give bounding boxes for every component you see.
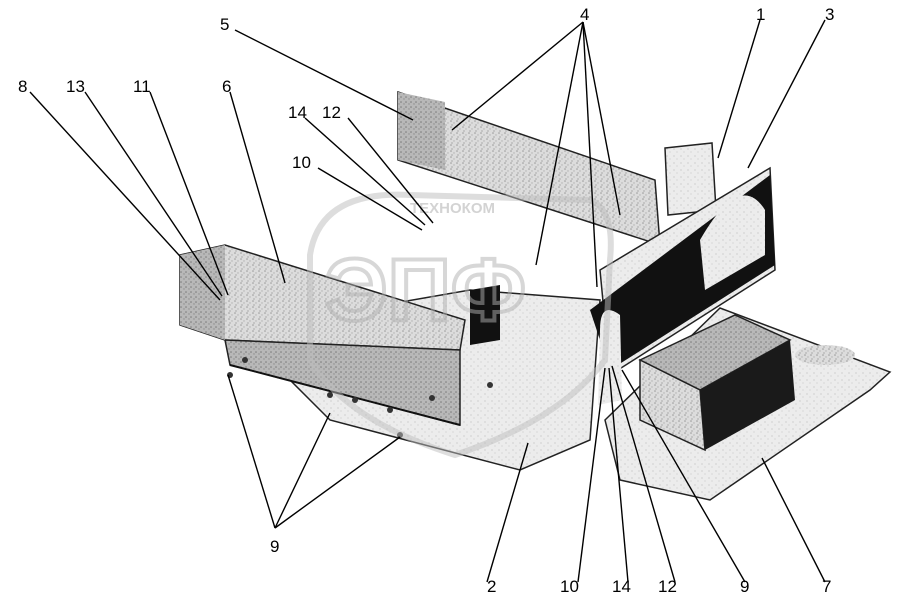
callout-5: 5 (220, 15, 229, 34)
callout-9-left: 9 (270, 537, 279, 556)
callout-8: 8 (18, 77, 27, 96)
callout-7: 7 (822, 577, 831, 596)
watermark-top-text: ТЕХНОКОМ (410, 200, 495, 217)
watermark: ТЕХНОКОМ ЭПФ (307, 191, 614, 459)
callout-12-top: 12 (322, 103, 341, 122)
callout-9-right: 9 (740, 577, 749, 596)
callout-10-bottom: 10 (560, 577, 579, 596)
callout-13: 13 (66, 77, 85, 96)
rear-mat-part-5 (397, 90, 661, 247)
leader-lines (29, 19, 826, 583)
fasteners-part-9 (227, 357, 493, 438)
callout-1: 1 (756, 5, 765, 24)
callout-4: 4 (580, 5, 589, 24)
callout-labels: 1 2 3 4 5 6 7 8 9 9 10 10 11 12 12 13 14… (18, 5, 834, 596)
callout-10-top: 10 (292, 153, 311, 172)
callout-3: 3 (825, 5, 834, 24)
floor-mat-part-7 (604, 307, 892, 501)
callout-6: 6 (222, 77, 231, 96)
callout-11: 11 (133, 77, 151, 96)
left-black-gasket (470, 285, 500, 345)
callout-14-top: 14 (288, 103, 307, 122)
callout-14-bottom: 14 (612, 577, 631, 596)
callout-12-bottom: 12 (658, 577, 677, 596)
callout-2: 2 (487, 577, 496, 596)
watermark-main-text: ЭПФ (325, 240, 526, 339)
